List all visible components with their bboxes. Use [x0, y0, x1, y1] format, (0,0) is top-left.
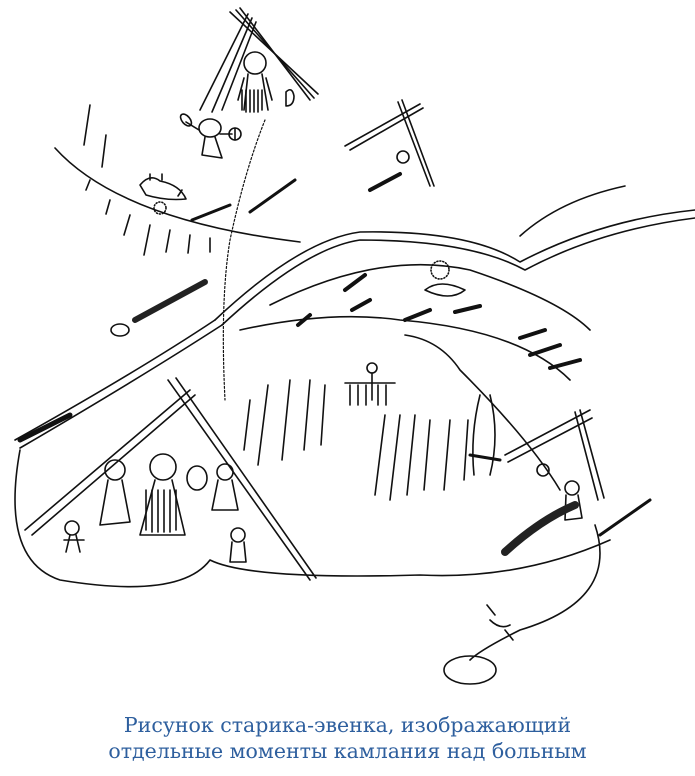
fish-1 [190, 203, 232, 222]
middle-hill [239, 260, 591, 381]
fish-2 [248, 178, 297, 214]
left-hill-trees [54, 104, 301, 256]
lower-left-tent [14, 377, 611, 588]
right-tent-bird [443, 409, 652, 685]
river-bands [14, 185, 695, 449]
top-tent [199, 7, 319, 113]
fish-head [110, 323, 130, 337]
spirit-path [222, 119, 266, 401]
figure-with-drum [179, 113, 242, 159]
caption-line-1: Рисунок старика-эвенка, изображающий [123, 713, 572, 737]
right-small-tent [344, 99, 435, 192]
caption-line-2: отдельные моменты камлания над больным [108, 739, 587, 763]
lower-hill-trees [243, 334, 561, 501]
animal-and-sun [139, 173, 187, 215]
dark-fish [132, 279, 208, 323]
figure-caption: Рисунок старика-эвенка, изображающий отд… [0, 712, 695, 764]
evenk-drawing-illustration [14, 7, 695, 685]
